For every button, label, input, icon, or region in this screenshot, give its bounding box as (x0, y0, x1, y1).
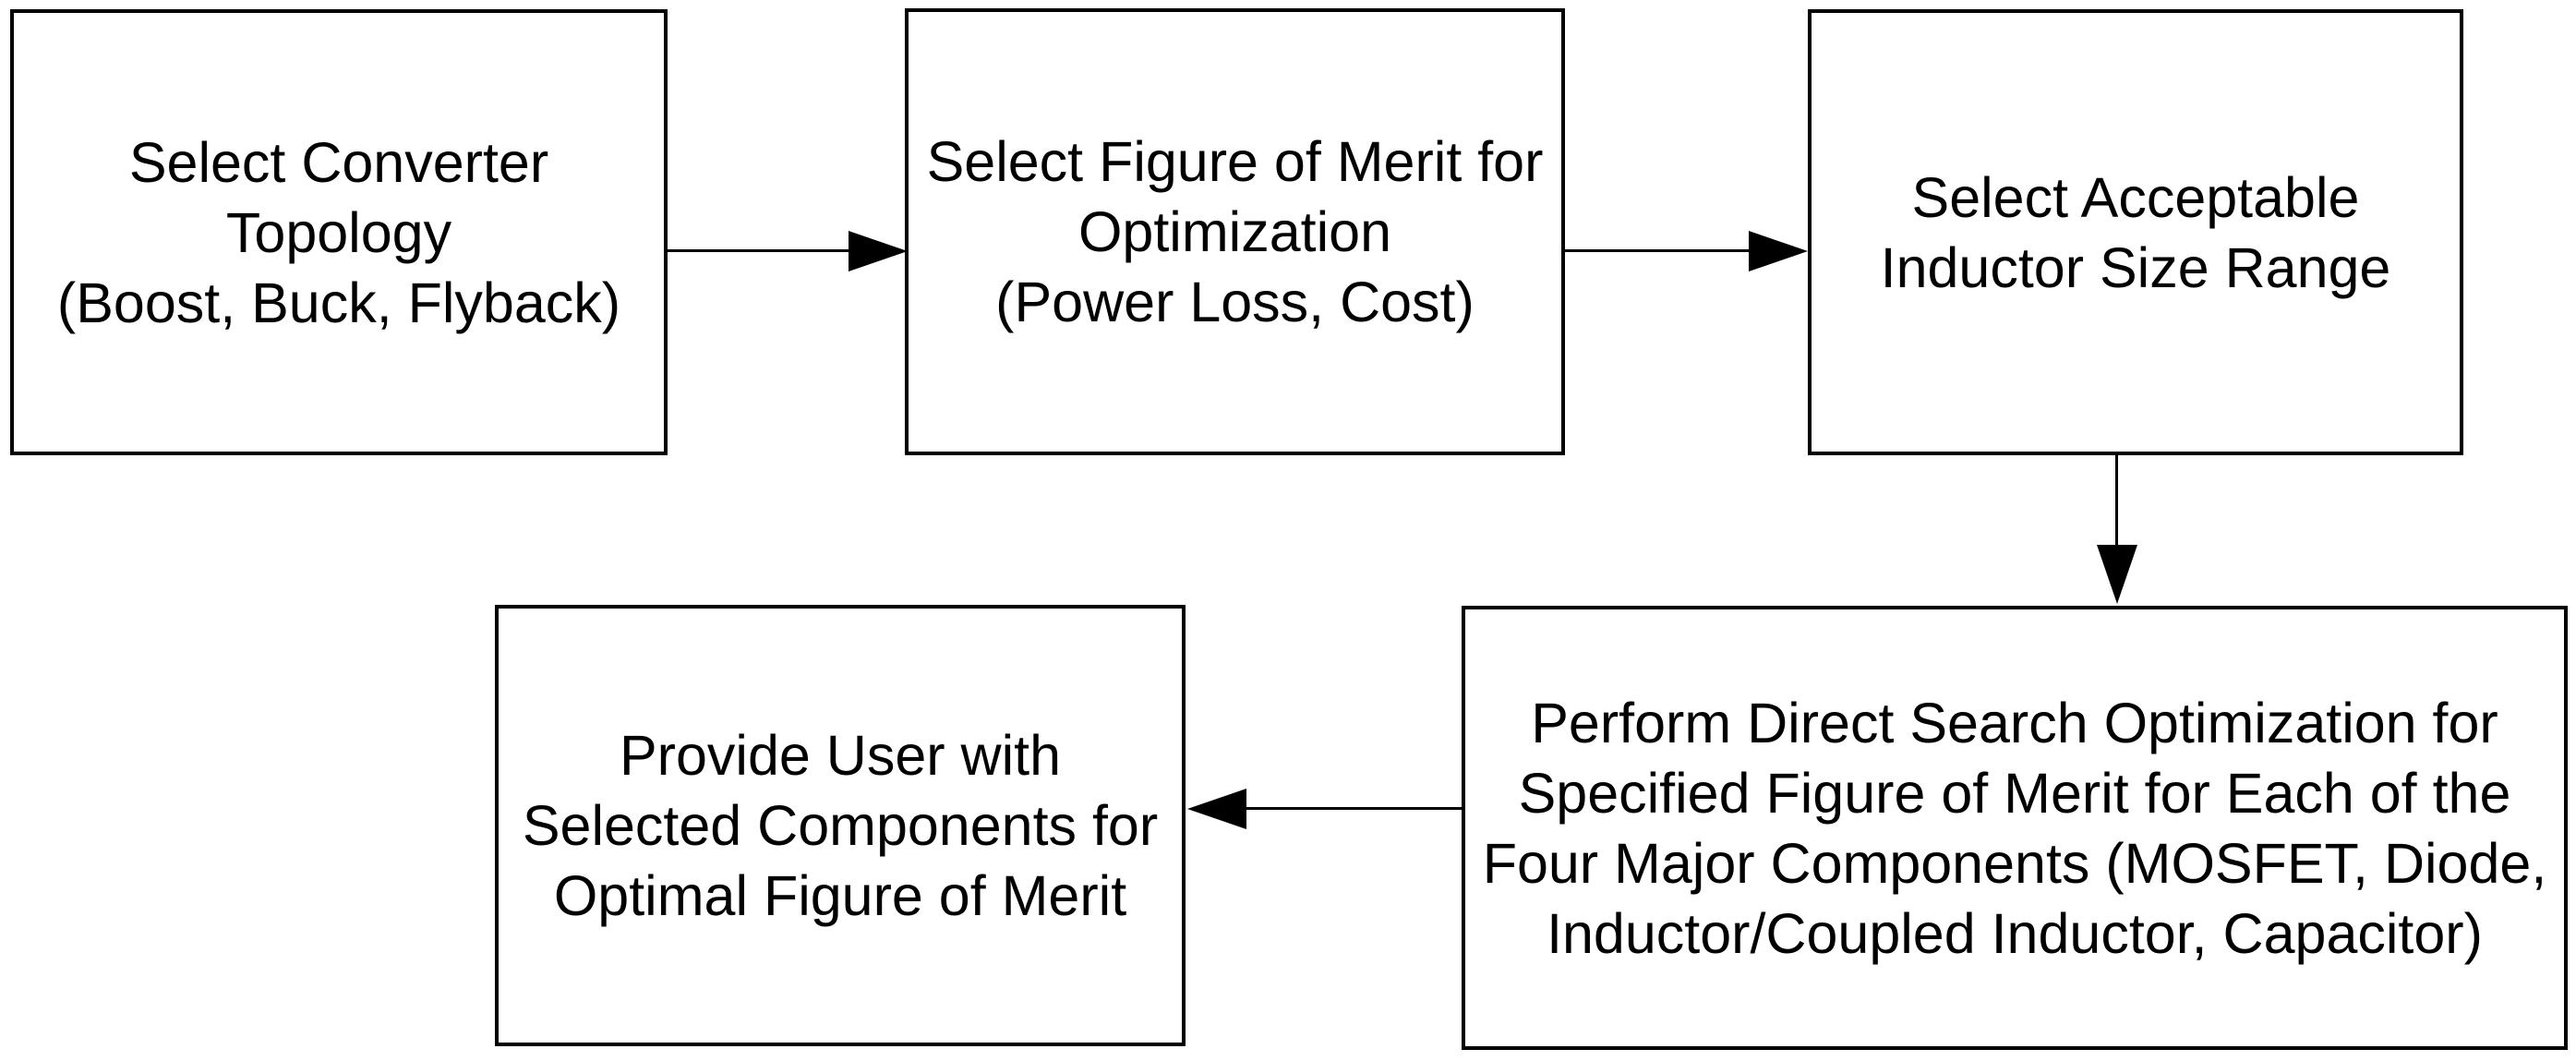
label-line: (Boost, Buck, Flyback) (56, 271, 621, 334)
label-line: (Power Loss, Cost) (995, 271, 1475, 333)
flow-box-select-inductor-size-range: Select Acceptable Inductor Size Range (1808, 9, 2463, 455)
label-line: Provide User with (620, 724, 1061, 787)
label-line: Perform Direct Search Optimization for (1531, 691, 2498, 754)
flow-box-perform-direct-search-label: Perform Direct Search Optimization for S… (1483, 688, 2547, 969)
flow-box-perform-direct-search: Perform Direct Search Optimization for S… (1462, 606, 2568, 1050)
label-line: Topology (225, 200, 452, 264)
arrow-right-icon (1749, 231, 1808, 271)
flow-box-provide-user: Provide User with Selected Components fo… (495, 605, 1186, 1046)
arrow-right-icon (849, 231, 908, 271)
label-line: Specified Figure of Merit for Each of th… (1518, 761, 2511, 825)
flow-box-select-figure-of-merit: Select Figure of Merit for Optimization … (905, 8, 1565, 455)
arrow-shaft (1245, 807, 1462, 810)
flow-box-select-topology-label: Select Converter Topology (Boost, Buck, … (57, 127, 620, 338)
arrow-down-icon (2097, 545, 2137, 604)
flow-box-select-inductor-size-range-label: Select Acceptable Inductor Size Range (1881, 163, 2391, 303)
label-line: Four Major Components (MOSFET, Diode, (1482, 831, 2547, 895)
arrow-left-icon (1187, 789, 1246, 829)
label-line: Optimization (1077, 200, 1391, 263)
label-line: Select Acceptable (1911, 165, 2360, 229)
label-line: Inductor Size Range (1880, 235, 2391, 299)
label-line: Optimal Figure of Merit (553, 864, 1127, 927)
flow-box-select-topology: Select Converter Topology (Boost, Buck, … (10, 9, 668, 455)
arrow-shaft (668, 249, 850, 252)
label-line: Inductor/Coupled Inductor, Capacitor) (1547, 901, 2483, 965)
flow-box-provide-user-label: Provide User with Selected Components fo… (523, 720, 1158, 931)
label-line: Selected Components for (522, 794, 1159, 857)
label-line: Select Figure of Merit for (926, 130, 1544, 193)
arrow-shaft (2115, 455, 2118, 547)
label-line: Select Converter (128, 130, 549, 194)
arrow-shaft (1565, 249, 1751, 252)
flow-box-select-figure-of-merit-label: Select Figure of Merit for Optimization … (927, 127, 1544, 337)
